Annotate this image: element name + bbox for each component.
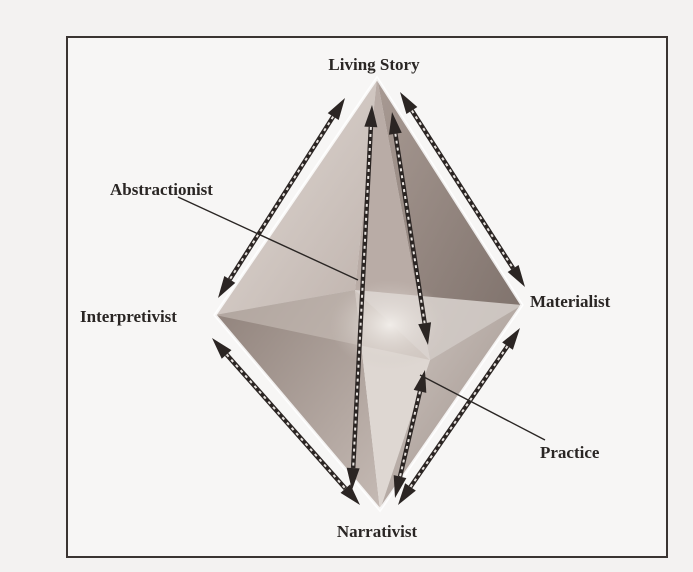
practice-leader-line	[419, 374, 546, 441]
arrow-top-right-icon	[400, 92, 525, 287]
octahedron-outline	[213, 75, 524, 513]
arrows-group	[212, 92, 525, 505]
face-upper-right	[377, 78, 522, 360]
label-living-story: Living Story	[328, 55, 420, 74]
center-glow	[330, 280, 450, 370]
arrow-inner-lower-icon	[393, 370, 427, 498]
label-abstractionist: Abstractionist	[110, 180, 213, 199]
arrow-bottom-right-icon	[398, 328, 520, 505]
arrow-inner-left-icon	[346, 105, 378, 490]
label-interpretivist: Interpretivist	[80, 307, 177, 326]
arrow-top-left-icon	[218, 98, 345, 298]
arrow-bottom-left-icon	[212, 338, 360, 505]
octahedron-shape	[213, 75, 524, 513]
label-practice: Practice	[540, 443, 600, 462]
label-narrativist: Narrativist	[337, 522, 418, 541]
label-materialist: Materialist	[530, 292, 611, 311]
arrow-inner-right-icon	[388, 112, 432, 345]
abstractionist-leader-line	[177, 196, 359, 281]
